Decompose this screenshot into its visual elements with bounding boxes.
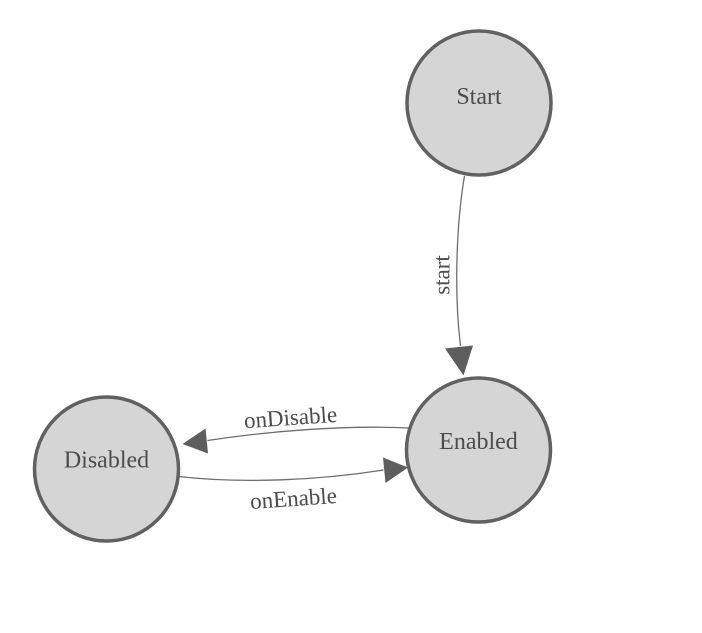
state-circle-enabled[interactable]	[404, 376, 553, 524]
state-label-enabled: Enabled	[439, 429, 518, 455]
edge-line-onenable[interactable]	[178, 469, 384, 482]
state-label-disabled: Disabled	[64, 448, 149, 474]
state-node-start[interactable]: Start	[405, 29, 553, 177]
transition-edge-ondisable[interactable]: onDisable	[182, 402, 409, 454]
edge-line-ondisable[interactable]	[207, 426, 409, 442]
arrowhead-icon	[182, 428, 208, 454]
state-node-disabled[interactable]: Disabled	[32, 395, 181, 543]
edge-line-start[interactable]	[456, 175, 466, 347]
transition-edge-onenable[interactable]: onEnable	[178, 457, 409, 515]
state-label-start: Start	[456, 84, 502, 110]
transition-label-start: start	[430, 255, 455, 295]
state-circle-disabled[interactable]	[32, 395, 181, 543]
transition-label-onenable: onEnable	[249, 483, 337, 514]
state-node-enabled[interactable]: Enabled	[404, 376, 553, 524]
transition-edge-start[interactable]: start	[430, 175, 474, 376]
arrowhead-icon	[445, 345, 473, 376]
state-circle-start[interactable]	[405, 29, 553, 177]
arrowhead-icon	[383, 457, 408, 483]
